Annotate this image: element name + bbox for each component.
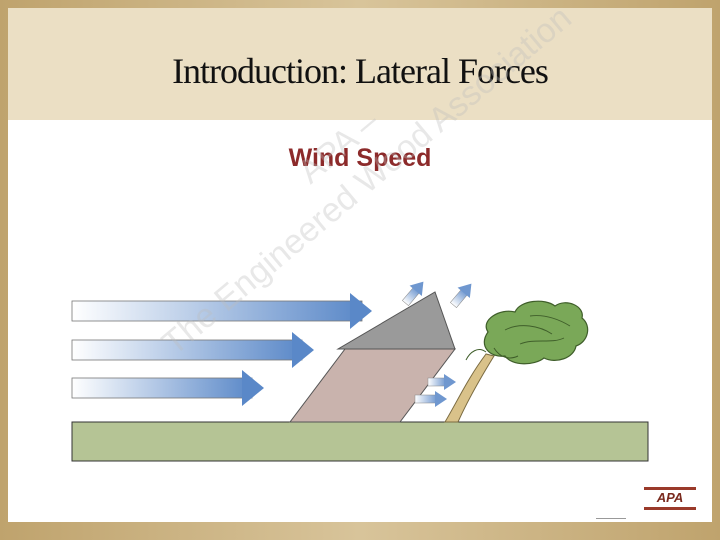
ground <box>71 421 649 462</box>
tree <box>444 300 589 423</box>
building-roof <box>336 291 456 350</box>
small-arrow-lower <box>414 391 447 407</box>
uplift-arrow-right <box>450 283 472 308</box>
slide-subtitle: Wind Speed <box>288 144 432 172</box>
wind-arrow-top <box>71 293 372 329</box>
small-arrow-upper <box>427 374 456 390</box>
apa-logo-bar-top <box>644 487 696 490</box>
uplift-arrow-left <box>402 281 424 306</box>
apa-logo-text: APA <box>656 490 684 505</box>
footer-fineprint <box>596 518 626 522</box>
title-bar <box>8 8 712 120</box>
wind-arrow-bottom <box>71 370 264 406</box>
wind-arrow-middle <box>71 332 314 368</box>
apa-logo-bar-bottom <box>644 507 696 510</box>
apa-logo: APA <box>644 487 696 511</box>
slide-title: Introduction: Lateral Forces <box>172 51 549 91</box>
